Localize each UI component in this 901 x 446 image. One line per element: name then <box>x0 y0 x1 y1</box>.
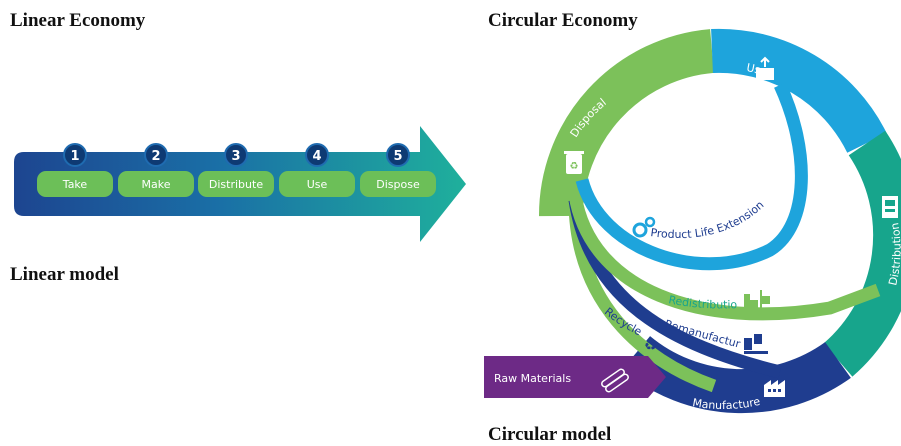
box-arrow-icon <box>756 56 774 80</box>
manufacture-label: Manufacture <box>691 395 761 412</box>
disposal-ring-segment <box>538 29 715 217</box>
step-number-badge <box>386 143 410 167</box>
truck-icon <box>882 196 898 218</box>
step-pill <box>37 171 113 197</box>
conveyor-icon <box>744 334 768 354</box>
linear-step-2: 2 Make <box>118 143 194 197</box>
linear-step-5: 5 Dispose <box>360 143 436 197</box>
step-pill <box>279 171 355 197</box>
step-label: Distribute <box>209 178 263 191</box>
step-number: 4 <box>312 149 321 164</box>
svg-text:♻: ♻ <box>570 161 579 172</box>
step-label: Take <box>62 178 88 191</box>
step-number: 2 <box>151 149 160 164</box>
step-number-badge <box>224 143 248 167</box>
step-label: Make <box>142 178 171 191</box>
gears-icon <box>632 216 656 238</box>
use-ring-segment <box>711 28 887 154</box>
step-number: 5 <box>393 149 402 164</box>
recycle-bin-icon: ♻ <box>564 151 584 174</box>
linear-step-1: 1 Take <box>37 143 113 197</box>
raw-materials-banner: Raw Materials <box>484 356 666 398</box>
distribution-ring-segment <box>823 130 901 377</box>
product-life-extension-loop <box>575 82 808 271</box>
linear-model-caption: Linear model <box>10 264 119 285</box>
step-number-badge <box>144 143 168 167</box>
step-pill <box>118 171 194 197</box>
manufacture-ring-segment <box>621 335 851 414</box>
redistribution-loop <box>568 193 881 321</box>
step-number: 1 <box>70 149 79 164</box>
product-life-extension-label: Product Life Extension <box>650 198 767 241</box>
recycle-icon: ♻ <box>644 336 657 354</box>
step-label: Use <box>307 178 328 191</box>
linear-economy-heading: Linear Economy <box>10 10 146 31</box>
factory-icon <box>764 380 785 397</box>
forklift-icon <box>744 290 770 308</box>
linear-step-3: 3 Distribute <box>198 143 274 197</box>
circular-economy-heading: Circular Economy <box>488 10 638 31</box>
pipes-icon <box>601 368 629 393</box>
step-number-badge <box>63 143 87 167</box>
step-number: 3 <box>231 149 240 164</box>
linear-step-4: 4 Use <box>279 143 355 197</box>
step-pill <box>198 171 274 197</box>
step-label: Dispose <box>376 178 420 191</box>
svg-text:♻: ♻ <box>644 336 657 354</box>
linear-steps: 1 Take 2 Make 3 Distribute 4 Use 5 Dispo… <box>37 143 436 197</box>
step-pill <box>360 171 436 197</box>
circular-model-caption: Circular model <box>488 424 612 445</box>
raw-materials-label: Raw Materials <box>494 372 571 385</box>
step-number-badge <box>305 143 329 167</box>
